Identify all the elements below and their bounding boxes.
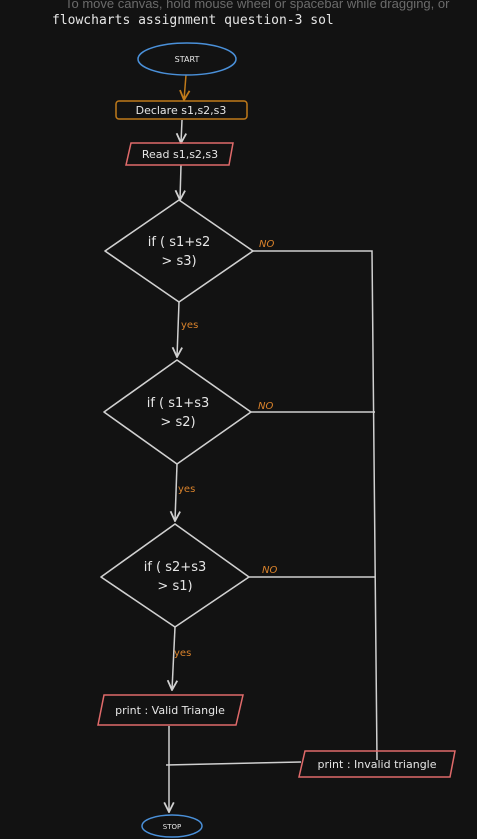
declare-box — [115, 100, 248, 120]
declare-process[interactable]: Declare s1,s2,s3 — [115, 100, 248, 120]
page-title: flowcharts assignment question-3 sol — [52, 13, 334, 28]
yes-label-3: yes — [174, 648, 191, 659]
connector-cond1-cond2 — [177, 301, 179, 357]
no-label-2: NO — [258, 401, 273, 412]
connector-cond2-cond3 — [175, 463, 177, 521]
no-label-1: NO — [259, 239, 274, 250]
declare-label: Declare s1,s2,s3 — [136, 104, 227, 117]
condition-2-line2: > s2) — [160, 415, 195, 430]
stop-terminal[interactable]: STOP — [141, 814, 203, 838]
start-terminal[interactable]: START — [137, 42, 237, 76]
no-label-3: NO — [262, 565, 277, 576]
stop-ellipse — [141, 814, 203, 838]
valid-output-label: print : Valid Triangle — [115, 704, 225, 717]
connector-read-cond1 — [180, 164, 181, 200]
start-label: START — [175, 55, 200, 64]
yes-label-1: yes — [181, 320, 198, 331]
stop-label: STOP — [163, 823, 181, 831]
condition-3-line2: > s1) — [157, 579, 192, 594]
canvas-hint: To move canvas, hold mouse wheel or spac… — [65, 0, 450, 11]
valid-output[interactable]: print : Valid Triangle — [97, 694, 244, 726]
condition-2-decision[interactable]: if ( s1+s3 > s2) — [103, 359, 252, 465]
read-label: Read s1,s2,s3 — [142, 148, 218, 161]
condition-3-decision[interactable]: if ( s2+s3 > s1) — [100, 523, 250, 628]
valid-output-shape — [97, 694, 244, 726]
condition-2-diamond — [103, 359, 252, 465]
read-shape — [125, 142, 234, 166]
condition-1-line1: if ( s1+s2 — [148, 235, 211, 250]
connectors — [165, 74, 378, 812]
condition-1-diamond — [104, 199, 254, 303]
connector-cond3-valid — [172, 626, 175, 690]
condition-2-line1: if ( s1+s3 — [147, 396, 210, 411]
start-ellipse — [137, 42, 237, 76]
condition-1-line2: > s3) — [161, 254, 196, 269]
invalid-output-shape — [298, 750, 456, 778]
invalid-output[interactable]: print : Invalid triangle — [298, 750, 456, 778]
read-input[interactable]: Read s1,s2,s3 — [125, 142, 234, 166]
condition-3-line1: if ( s2+s3 — [144, 560, 207, 575]
connector-declare-read — [181, 119, 182, 143]
yes-label-2: yes — [178, 484, 195, 495]
connector-no-cond1 — [253, 250, 378, 761]
condition-3-diamond — [100, 523, 250, 628]
invalid-output-label: print : Invalid triangle — [317, 758, 436, 771]
connector-invalid-main — [165, 761, 302, 766]
connector-start-declare — [184, 74, 186, 100]
condition-1-decision[interactable]: if ( s1+s2 > s3) — [104, 199, 254, 303]
